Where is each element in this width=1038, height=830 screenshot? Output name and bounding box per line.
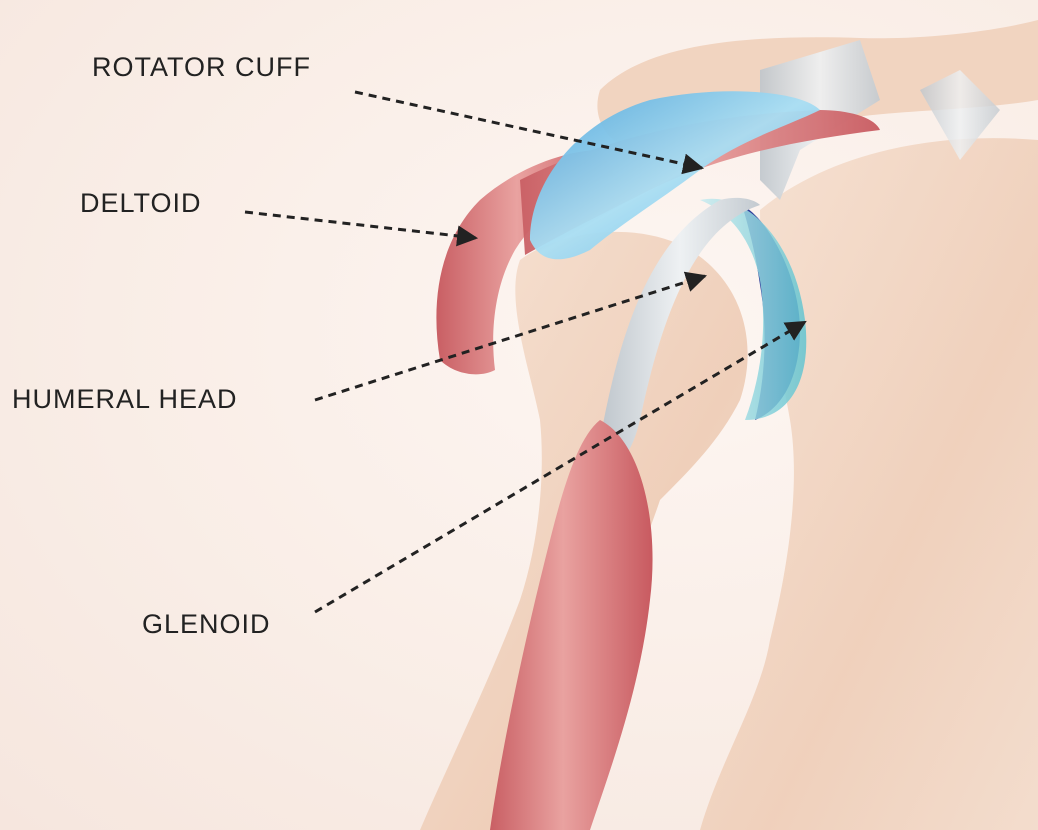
leader-line-deltoid — [245, 212, 476, 238]
label-glenoid: GLENOID — [142, 609, 271, 640]
label-deltoid: DELTOID — [80, 188, 202, 219]
label-rotator-cuff: ROTATOR CUFF — [92, 52, 311, 83]
label-humeral-head: HUMERAL HEAD — [12, 384, 238, 415]
